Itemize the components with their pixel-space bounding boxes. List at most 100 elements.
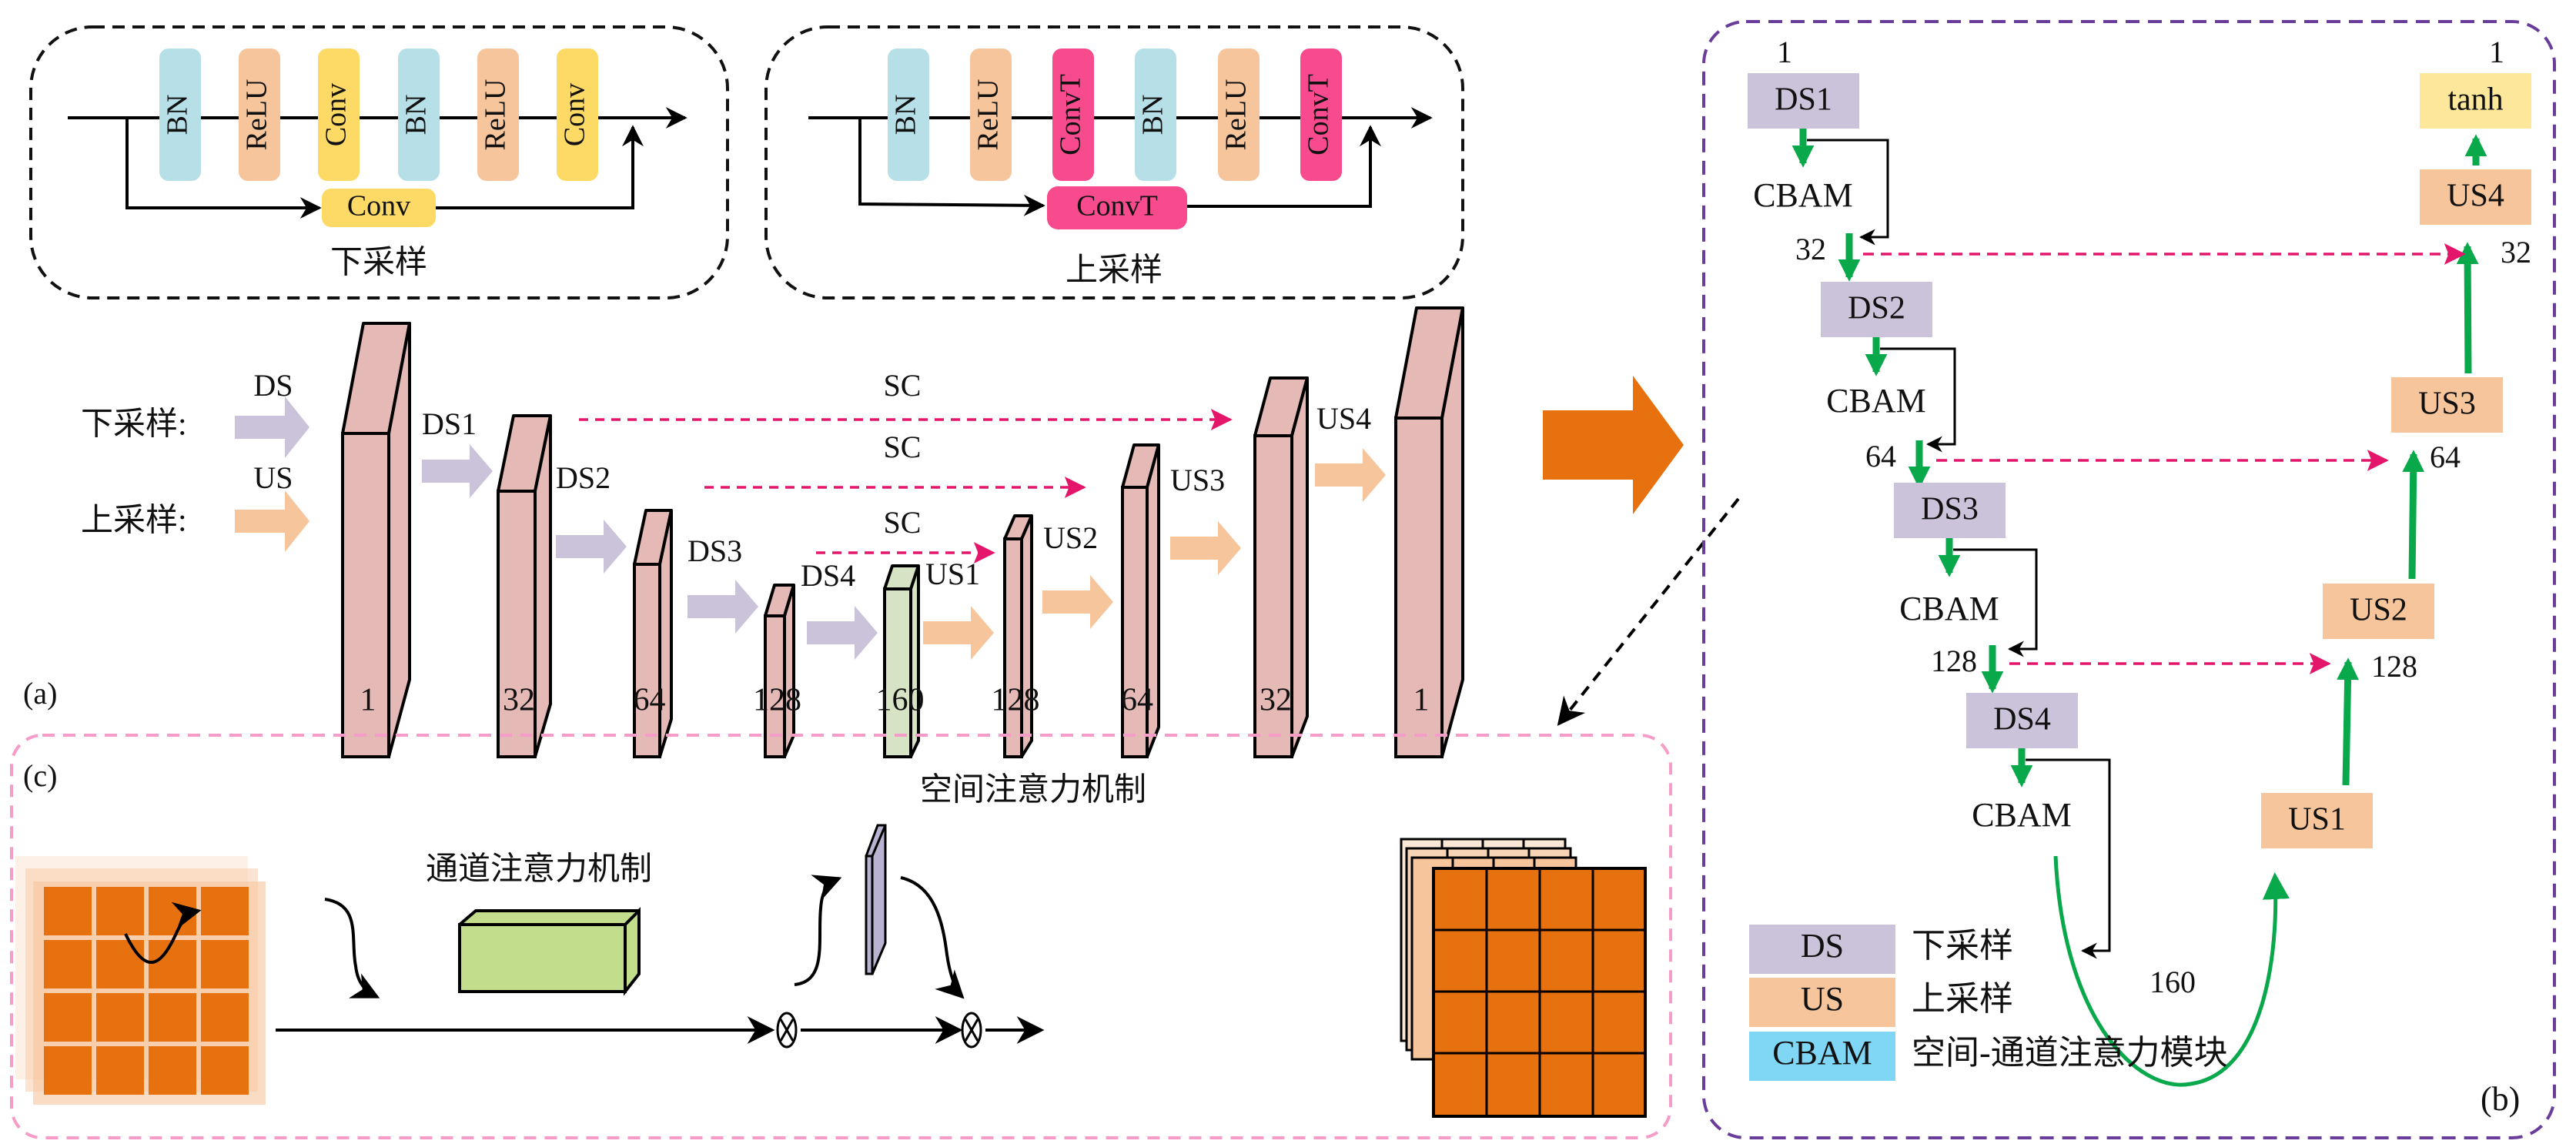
panel-c-cbam-module: (c) 通道注意力机制 ⊗ 空间注意力机制 ⊗ <box>10 734 1672 1139</box>
downsample-arrow-icon <box>422 444 493 498</box>
panel-c-border <box>10 734 1672 1139</box>
stage-transition-label: DS4 <box>801 558 855 593</box>
shortcut-conv-box <box>322 189 436 227</box>
output-feature-map <box>1400 838 1647 1118</box>
encoder-ds3-box <box>1894 483 2006 538</box>
legend-us-text: 上采样 <box>1912 980 2013 1018</box>
panel-c-label: (c) <box>23 758 57 793</box>
from-channel-attention-arrow <box>324 898 380 998</box>
input-feature-cell <box>149 993 196 1042</box>
channel-attention-label: 通道注意力机制 <box>426 851 652 888</box>
encoder-ds4-box-label: DS4 <box>1993 702 2051 738</box>
decoder-us3-box <box>2391 377 2503 433</box>
legend-us-key: US <box>1801 980 1844 1018</box>
stage-transition-label: US1 <box>925 557 980 591</box>
encoder-ds4-box <box>1966 693 2078 748</box>
legend-cbam-text: 空间-通道注意力模块 <box>1912 1034 2228 1072</box>
upsample-layer-label: ConvT <box>1055 74 1087 156</box>
encoder-channel-label: 32 <box>1795 232 1826 266</box>
cbam-label: CBAM <box>1899 590 1999 627</box>
downsample-layer-label: ReLU <box>241 79 273 151</box>
legend-ds-abbr: DS <box>253 368 293 403</box>
legend-ds-key: DS <box>1801 927 1844 965</box>
input-feature-cell <box>44 940 92 988</box>
stage-block-4 <box>764 584 795 758</box>
encoder-input-channels: 1 <box>1777 35 1792 69</box>
green-up-arrow-icon <box>2456 242 2479 374</box>
legend-us-arrow-icon <box>235 490 309 552</box>
decoder-tanh-box <box>2420 73 2531 129</box>
downsample-layer-conv-6 <box>557 49 598 181</box>
shortcut-path-line <box>858 118 1045 216</box>
decoder-channel-label: 32 <box>2501 235 2531 269</box>
green-up-arrow-icon <box>2402 450 2425 580</box>
downsample-arrow-icon <box>556 520 627 574</box>
stage-block-8 <box>1253 376 1309 758</box>
shortcut-convt-label: ConvT <box>1076 190 1158 222</box>
upsample-layer-label: BN <box>1137 95 1169 135</box>
skip-connection-label: SC <box>884 505 922 540</box>
downsample-arrow-icon <box>687 580 758 634</box>
downsample-layer-label: ReLU <box>480 79 512 151</box>
panel-b-border <box>1702 20 2556 1139</box>
stage-channel-label: 32 <box>503 683 535 718</box>
input-feature-cell <box>44 993 92 1042</box>
encoder-channel-label: 128 <box>1931 644 1977 678</box>
from-spatial-attention-arrow <box>900 876 965 999</box>
legend-us-swatch <box>1749 978 1895 1027</box>
green-up-arrow-icon <box>2337 657 2359 786</box>
input-feature-cell <box>201 1046 249 1095</box>
shortcut-merge-line <box>1186 125 1381 208</box>
upsample-layer-label: ReLU <box>972 79 1005 151</box>
cbam-label: CBAM <box>1826 382 1926 420</box>
shortcut-merge-line <box>435 125 644 209</box>
bottleneck-curve-arrow <box>2053 855 2290 1087</box>
upsample-layer-label: ConvT <box>1303 74 1335 156</box>
upsample-arrow-icon <box>1042 575 1113 629</box>
upsample-layer-convt-6 <box>1300 49 1342 181</box>
stage-transition-label: US4 <box>1316 401 1371 436</box>
decoder-channel-label: 128 <box>2371 649 2417 684</box>
decoder-us1-box-label: US1 <box>2288 802 2346 838</box>
panel-a-label: (a) <box>23 676 57 711</box>
downsample-layer-label: Conv <box>559 83 591 146</box>
downsample-layer-relu-2 <box>239 49 280 181</box>
encoder-channel-label: 64 <box>1865 439 1896 473</box>
stage-channel-label: 64 <box>1121 683 1153 718</box>
stage-transition-label: DS1 <box>422 406 477 441</box>
encoder-ds1-box <box>1748 73 1859 129</box>
upsample-layer-bn-4 <box>1135 49 1176 181</box>
stage-block-1 <box>341 322 411 758</box>
input-feature-cell <box>149 1046 196 1095</box>
downsample-layer-bn-4 <box>398 49 440 181</box>
decoder-tanh-box-label: tanh <box>2447 82 2503 118</box>
spatial-attention-plate <box>865 824 887 975</box>
legend-ds-swatch <box>1749 925 1895 974</box>
stage-channel-label: 160 <box>876 683 925 718</box>
decoder-channel-label: 64 <box>2430 440 2461 474</box>
stage-block-7 <box>1121 443 1160 758</box>
legend-ds-arrow-icon <box>235 396 309 458</box>
stage-block-5 <box>883 564 920 758</box>
encoder-ds3-box-label: DS3 <box>1921 492 1979 527</box>
skip-connection-label: SC <box>884 368 922 403</box>
upsample-layer-label: ReLU <box>1220 79 1253 151</box>
cbam-residual-arrow <box>1807 139 1889 246</box>
input-feature-cell <box>96 1046 144 1095</box>
legend-cbam-swatch <box>1749 1032 1895 1081</box>
cbam-residual-arrow <box>1880 347 1956 453</box>
downsample-layer-label: BN <box>400 95 433 135</box>
upsample-block-border <box>764 25 1464 299</box>
input-feature-cell <box>201 887 249 935</box>
stage-channel-label: 64 <box>634 683 666 718</box>
stage-block-2 <box>497 414 552 758</box>
stage-block-3 <box>633 509 673 758</box>
stage-channel-label: 128 <box>753 683 801 718</box>
downsample-layer-conv-3 <box>318 49 360 181</box>
input-feature-cell <box>149 887 196 935</box>
stage-channel-label: 32 <box>1260 683 1292 718</box>
bottleneck-channel-label: 160 <box>2149 965 2196 999</box>
input-feature-cell <box>201 940 249 988</box>
input-feature-cell <box>201 993 249 1042</box>
